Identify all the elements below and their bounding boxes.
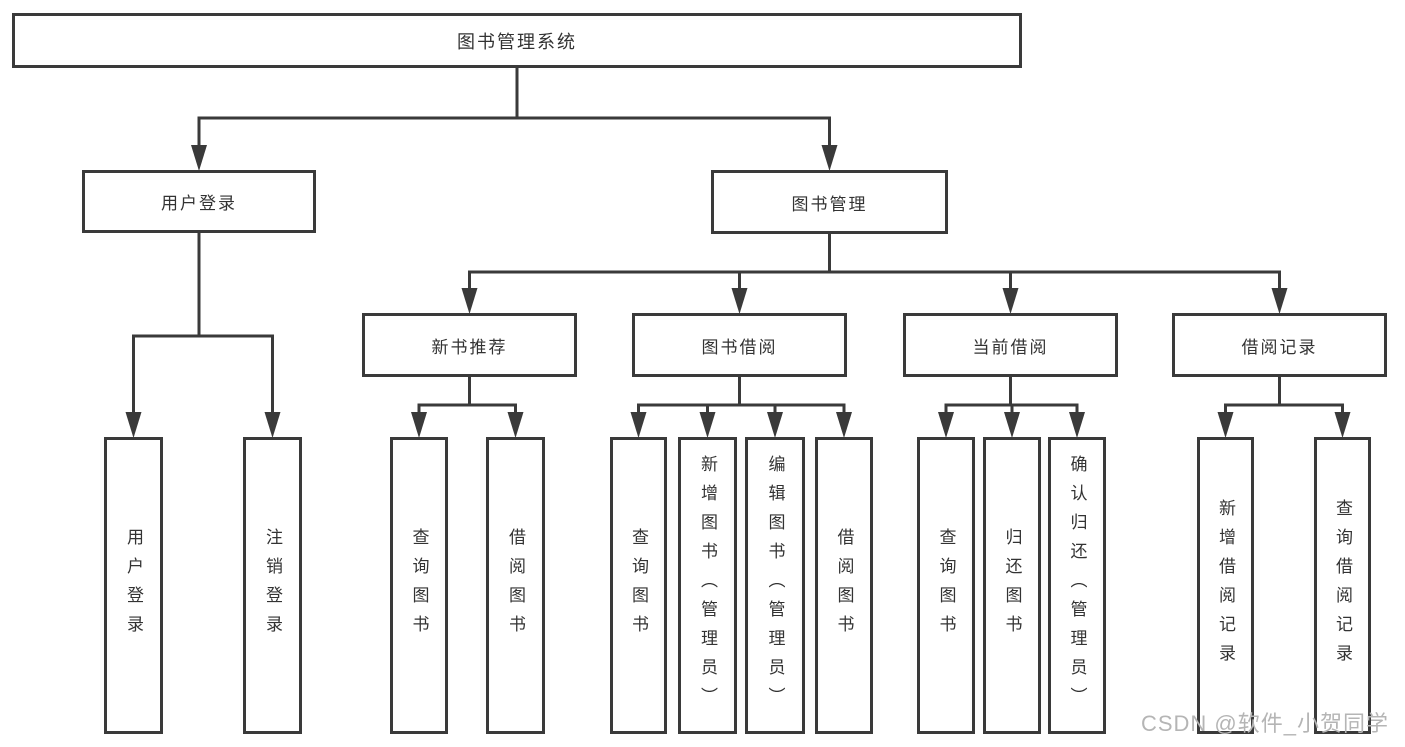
- node-user-login: 用户登录: [82, 170, 316, 233]
- leaf-recommend-query-books-label: 查询图书: [409, 527, 429, 644]
- leaf-current-query-books: 查询图书: [917, 437, 975, 734]
- leaf-user-login-label: 用户登录: [124, 527, 143, 644]
- leaf-confirm-return-admin: 确认归还（管理员）: [1048, 437, 1106, 734]
- leaf-borrowing-borrow-books-label: 借阅图书: [834, 527, 854, 644]
- leaf-borrowing-query-books: 查询图书: [610, 437, 667, 734]
- leaf-query-borrow-record-label: 查询借阅记录: [1333, 498, 1352, 673]
- leaf-add-books-admin: 新增图书（管理员）: [678, 437, 737, 734]
- leaf-borrowing-borrow-books: 借阅图书: [815, 437, 873, 734]
- node-book-management: 图书管理: [711, 170, 948, 234]
- node-current-borrowing: 当前借阅: [903, 313, 1118, 377]
- node-borrowing-records: 借阅记录: [1172, 313, 1387, 377]
- leaf-logout-label: 注销登录: [263, 527, 282, 644]
- node-book-borrowing: 图书借阅: [632, 313, 847, 377]
- leaf-recommend-borrow-books: 借阅图书: [486, 437, 545, 734]
- leaf-return-books-label: 归还图书: [1002, 527, 1022, 644]
- node-library-system: 图书管理系统: [12, 13, 1022, 68]
- leaf-edit-books-admin-label: 编辑图书（管理员）: [765, 455, 785, 716]
- leaf-recommend-query-books: 查询图书: [390, 437, 448, 734]
- leaf-recommend-borrow-books-label: 借阅图书: [506, 527, 525, 644]
- leaf-add-borrow-record-label: 新增借阅记录: [1216, 498, 1235, 673]
- node-new-book-recommend: 新书推荐: [362, 313, 577, 377]
- leaf-current-query-books-label: 查询图书: [936, 527, 956, 644]
- csdn-watermark: CSDN @软件_小贺同学: [1140, 711, 1389, 736]
- leaf-return-books: 归还图书: [983, 437, 1041, 734]
- leaf-query-borrow-record: 查询借阅记录: [1314, 437, 1371, 734]
- leaf-add-books-admin-label: 新增图书（管理员）: [698, 455, 717, 716]
- leaf-logout: 注销登录: [243, 437, 302, 734]
- leaf-add-borrow-record: 新增借阅记录: [1197, 437, 1254, 734]
- leaf-confirm-return-admin-label: 确认归还（管理员）: [1067, 455, 1087, 716]
- leaf-edit-books-admin: 编辑图书（管理员）: [745, 437, 805, 734]
- leaf-user-login: 用户登录: [104, 437, 163, 734]
- leaf-borrowing-query-books-label: 查询图书: [629, 527, 648, 644]
